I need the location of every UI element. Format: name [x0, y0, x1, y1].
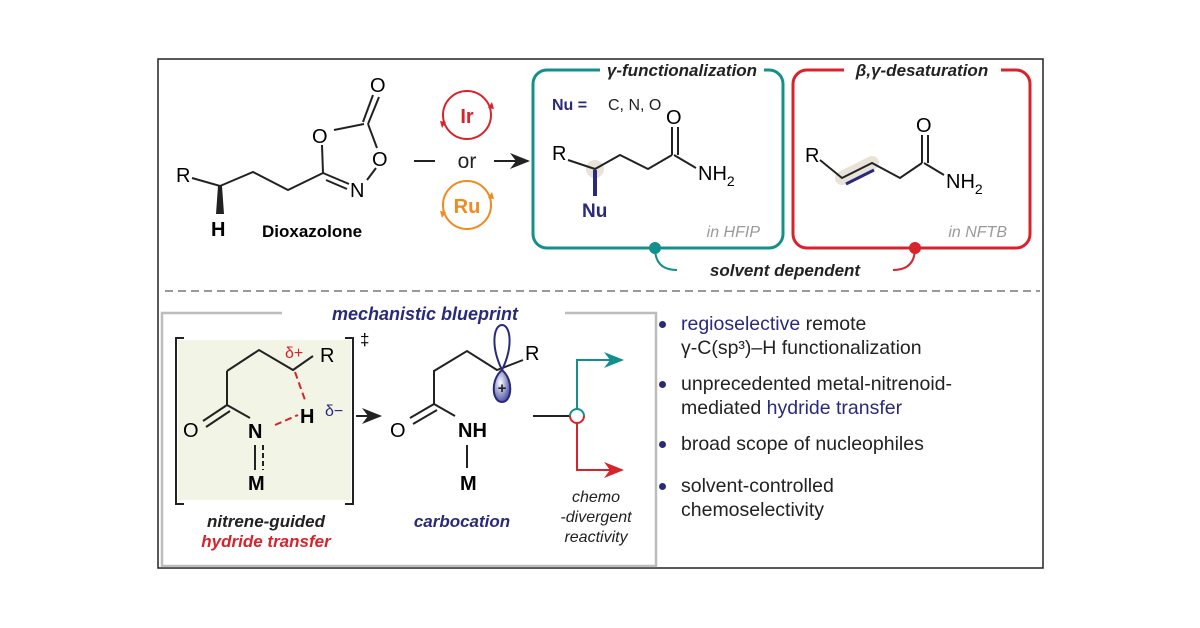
feature-item: unprecedented metal-nitrenoid-mediated h… [655, 372, 1035, 420]
amide-oxygen-label: O [666, 107, 682, 129]
carbonyl-oxygen-label: O [370, 75, 386, 97]
feature-item: broad scope of nucleophiles [655, 432, 1035, 456]
r-group-label: R [176, 165, 190, 187]
feature-text: broad scope of nucleophiles [681, 433, 924, 455]
bullet-icon [659, 483, 666, 490]
oxygen-label: O [390, 420, 406, 442]
oxygen-label: O [183, 420, 199, 442]
desaturation-title: β,γ-desaturation [855, 61, 988, 80]
catalyst-ru: Ru [440, 180, 494, 230]
hydrogen-label: H [211, 219, 225, 241]
nu-values: C, N, O [608, 97, 661, 114]
ring-oxygen-2-label: O [372, 149, 388, 171]
ruthenium-label: Ru [454, 196, 481, 218]
hydride-label: H [300, 406, 314, 428]
feature-highlight: hydride transfer [766, 397, 903, 419]
amide-oxygen-label: O [916, 115, 932, 137]
solvent-nftb: in NFTB [948, 224, 1007, 241]
divergence-diagram: chemo -divergent reactivity [533, 352, 632, 546]
nucleophile-label: Nu [582, 201, 607, 222]
r-group-label: R [805, 145, 819, 167]
iridium-label: Ir [460, 106, 474, 128]
bullet-icon [659, 321, 666, 328]
divergence-label-1: chemo [572, 489, 620, 506]
nitrogen-label: N [248, 421, 262, 443]
r-group-label: R [320, 345, 334, 367]
divergence-label-3: reactivity [564, 529, 628, 546]
dioxazolone-label: Dioxazolone [262, 222, 362, 241]
feature-text: unprecedented metal-nitrenoid- [681, 373, 953, 395]
desaturation-box: β,γ-desaturation R O NH2 in NFTB [791, 61, 1032, 254]
or-label: or [458, 150, 477, 173]
nh-label: NH [458, 420, 487, 442]
ts-label-line1: nitrene-guided [207, 512, 326, 531]
bullet-icon [659, 381, 666, 388]
gamma-functionalization-box: γ-functionalization Nu = C, N, O R Nu O … [531, 61, 785, 254]
amide-nh2-label: NH2 [698, 163, 735, 189]
delta-plus-label: δ+ [285, 345, 303, 362]
r-group-label: R [525, 343, 539, 365]
catalyst-ir: Ir [440, 90, 494, 140]
ring-oxygen-label: O [312, 126, 328, 148]
r-group-label: R [552, 143, 566, 165]
delta-minus-label: δ− [325, 403, 343, 420]
bullet-icon [659, 441, 666, 448]
feature-text-line2: chemoselectivity [681, 499, 825, 521]
solvent-hfip: in HFIP [707, 224, 761, 241]
carbocation-label: carbocation [414, 512, 510, 531]
solvent-dependent-label: solvent dependent [710, 261, 862, 280]
metal-label: M [460, 473, 477, 495]
nu-prefix: Nu = [552, 97, 587, 114]
ts-label-line2: hydride transfer [201, 532, 332, 551]
functionalization-title: γ-functionalization [607, 61, 757, 80]
cation-plus: + [498, 380, 507, 397]
p-orbital-icon: + [492, 323, 512, 404]
outer-frame [157, 58, 1044, 569]
mechanism-panel: mechanistic blueprint ‡ O N M δ+ R H δ− … [160, 304, 658, 568]
feature-text-line2: mediated [681, 397, 767, 419]
ring-nitrogen-label: N [350, 180, 364, 202]
mechanism-title: mechanistic blueprint [332, 304, 519, 324]
feature-highlight: regioselective [681, 313, 801, 335]
transition-state-dagger: ‡ [360, 330, 369, 349]
feature-text-line2: γ-C(sp³)–H functionalization [681, 337, 922, 359]
amide-nh2-label: NH2 [946, 171, 983, 197]
feature-text: solvent-controlled [681, 475, 834, 497]
metal-label: M [248, 473, 265, 495]
divergence-label-2: -divergent [560, 509, 632, 526]
substrate-dioxazolone: R H O O O N Dioxazolone [176, 75, 388, 241]
feature-text: remote [800, 313, 867, 335]
